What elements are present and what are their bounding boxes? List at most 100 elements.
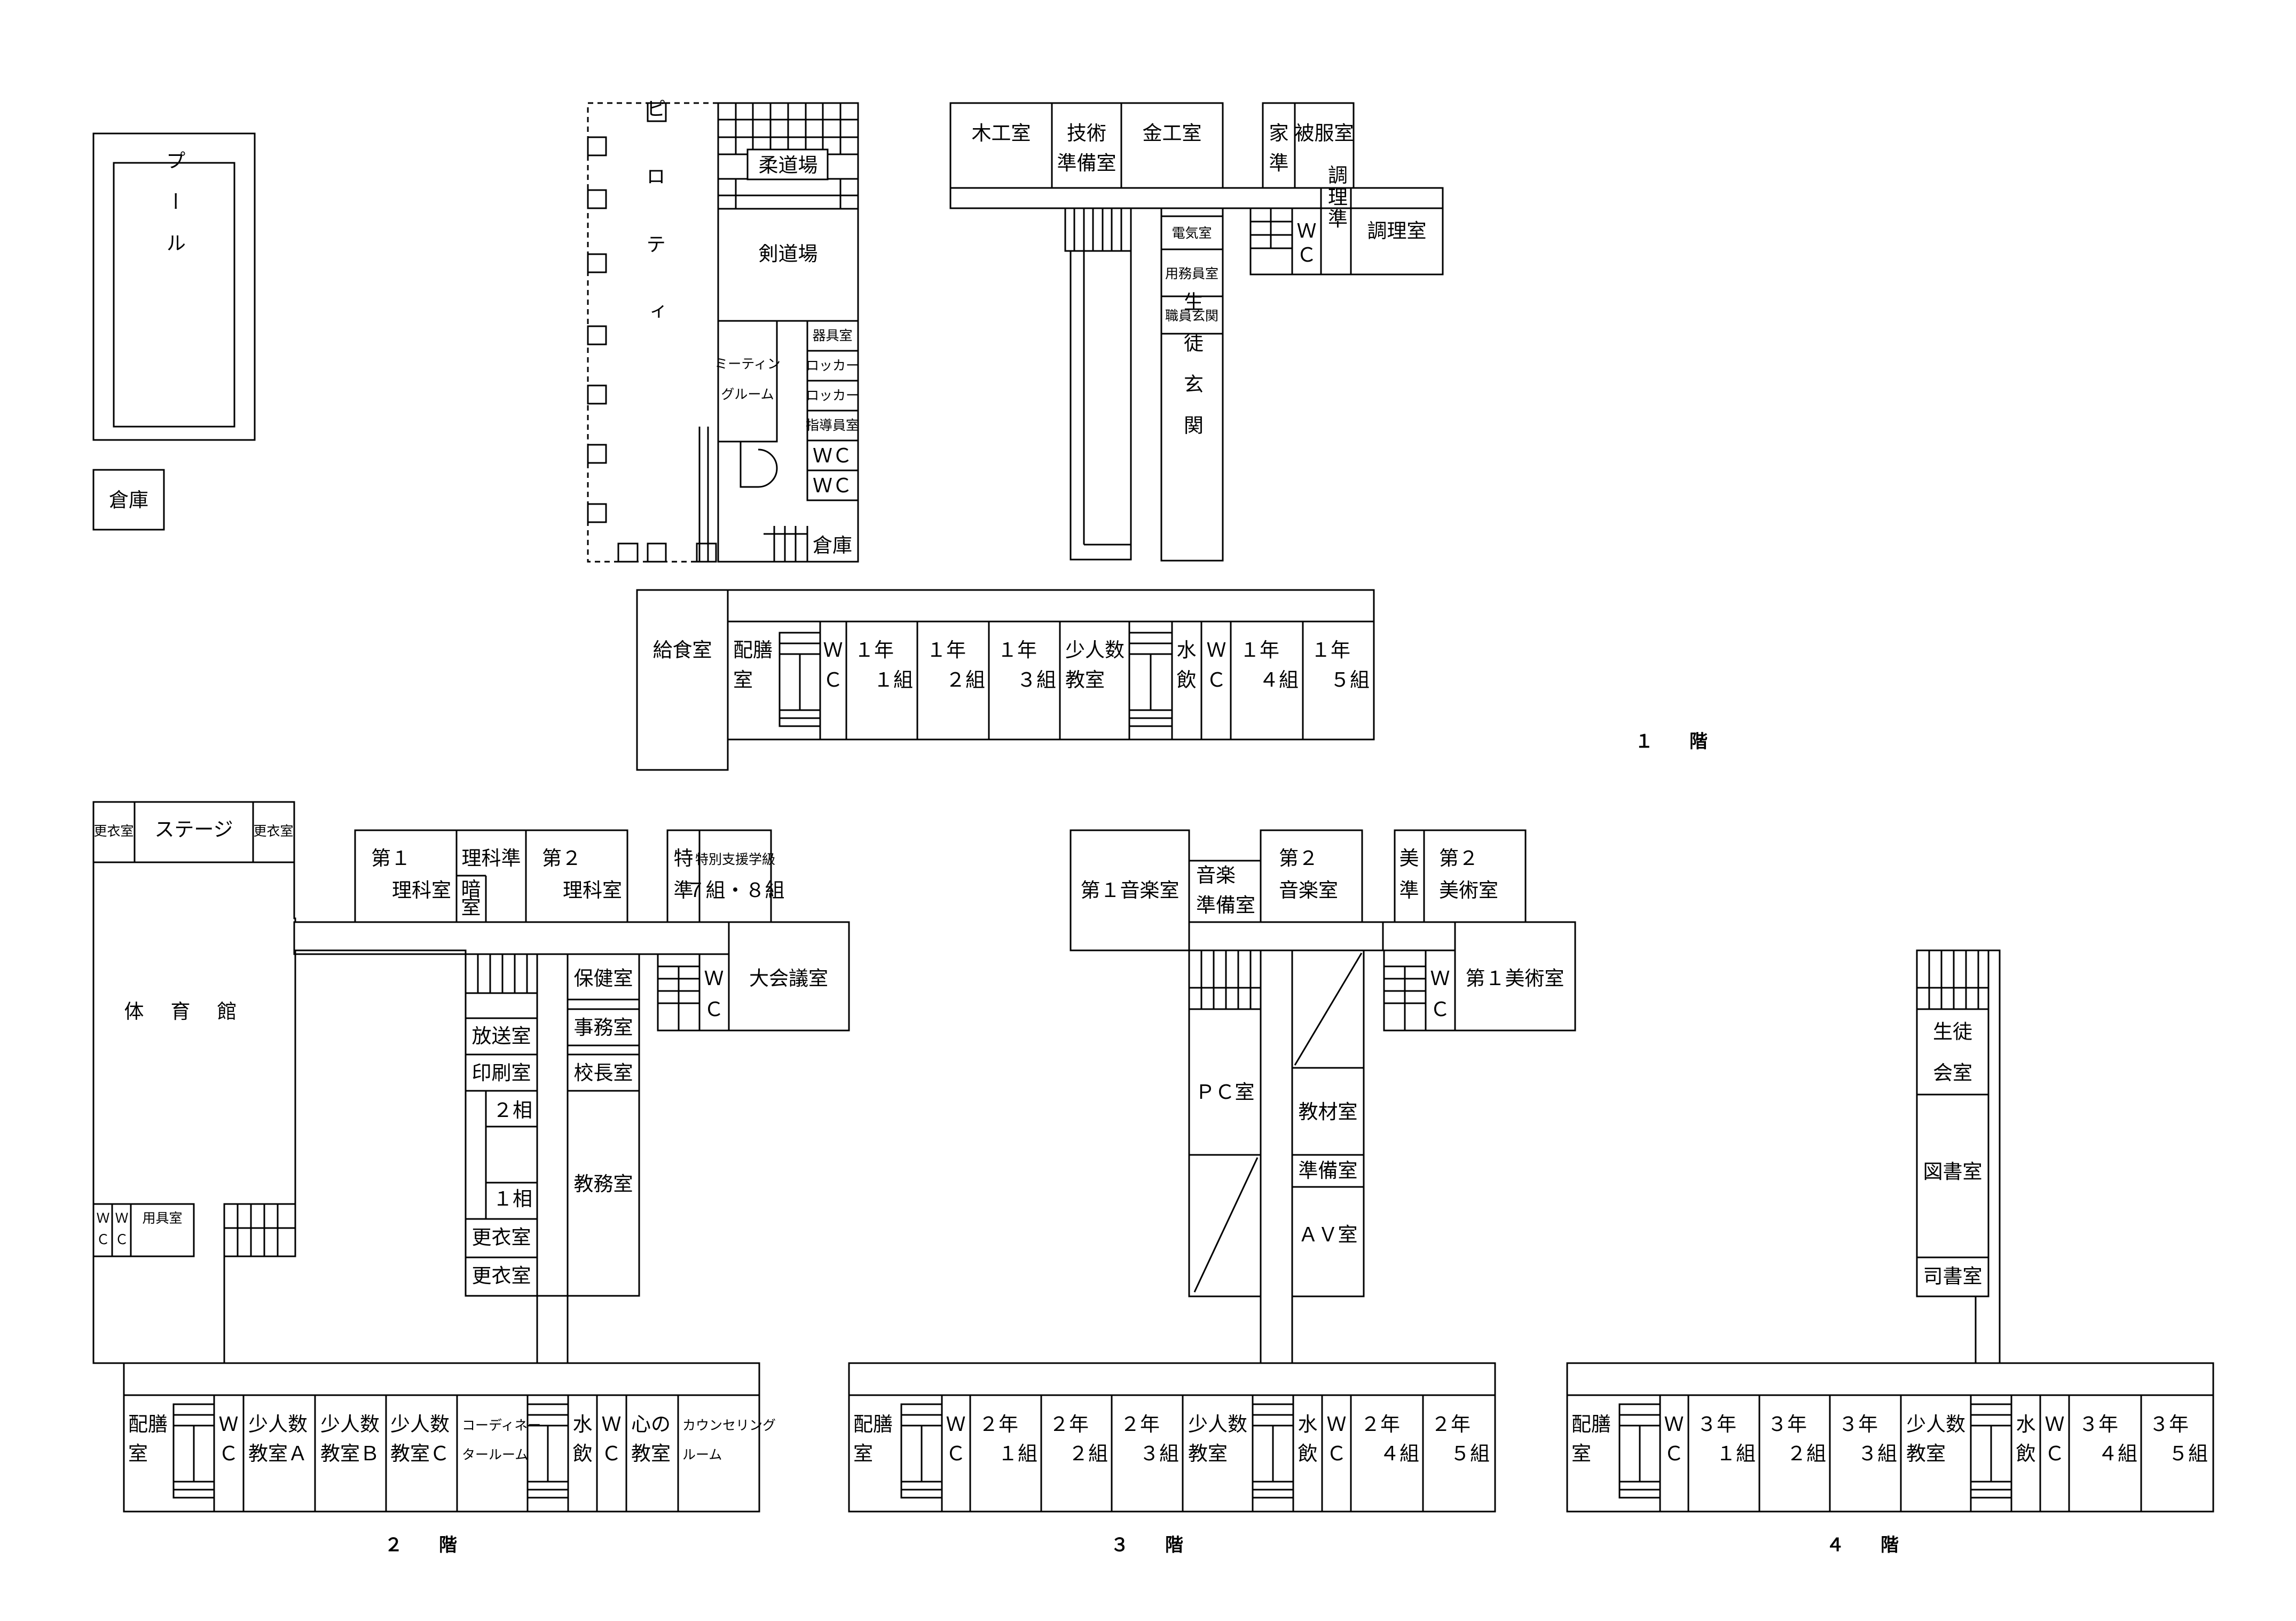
science-prep-label: 理科準	[462, 847, 521, 870]
wc-1f-a-c: Ｃ	[823, 668, 843, 691]
class-2-1-year: ２年	[979, 1413, 1018, 1436]
music-prep-2: 準備室	[1196, 894, 1255, 917]
music-room-1-label: 第１音楽室	[1081, 879, 1180, 902]
big-meeting-room	[728, 921, 850, 1032]
class-3-1-num: １組	[1716, 1442, 1756, 1465]
woodwork-room-label: 木工室	[972, 122, 1031, 145]
librarian-room-label: 司書室	[1923, 1265, 1983, 1288]
stairs-tech	[1064, 207, 1132, 546]
av-room-label: ＡＶ室	[1299, 1223, 1358, 1246]
wc-4f-a-c: Ｃ	[1664, 1442, 1684, 1465]
cooking-room-label: 調理室	[1367, 219, 1427, 242]
stairs-4f	[1917, 950, 1988, 1010]
instructor-room-label: 指導員室	[806, 418, 859, 433]
library-label: 図書室	[1923, 1160, 1983, 1183]
water-2f-2: 飲	[573, 1442, 593, 1465]
small-class-1f-2: 教室	[1065, 668, 1105, 691]
wc-4f-b-c: Ｃ	[2045, 1442, 2065, 1465]
wc-1f-b-w: Ｗ	[1207, 639, 1226, 662]
counseling-room-2: ルーム	[682, 1447, 722, 1462]
connector-2f	[223, 1295, 569, 1367]
music-prep-1: 音楽	[1196, 864, 1236, 887]
piloti-label: ピロティ	[643, 98, 666, 369]
counsel-room-1-label: １相	[493, 1187, 532, 1210]
changing-stage-l: 更衣室	[93, 823, 133, 839]
storage-outdoor	[92, 469, 165, 531]
class-1-1-year: １年	[854, 639, 894, 662]
class-3-2-num: ２組	[1787, 1442, 1826, 1465]
science-corridor	[293, 921, 811, 955]
serving-room-2f-2: 室	[128, 1442, 148, 1465]
art-prep-2: 準	[1399, 879, 1419, 902]
electric-room-label: 電気室	[1171, 225, 1212, 241]
class-2-2-year: ２年	[1049, 1413, 1089, 1436]
class-2-3-year: ２年	[1120, 1413, 1160, 1436]
tech-prep-room	[1051, 102, 1122, 189]
art-prep	[1394, 829, 1425, 923]
small-class-4f-1: 少人数	[1906, 1413, 1965, 1436]
wing-1f-corridor	[727, 589, 1375, 623]
equipment-room-2f: 用具室	[142, 1210, 182, 1226]
science-room-1	[354, 829, 458, 923]
art-room-1-label: 第１美術室	[1466, 967, 1564, 990]
wc-1-label: ＷＣ	[813, 444, 852, 467]
wing-1f-rooms	[727, 620, 1375, 741]
stage-label: ステージ	[154, 818, 233, 841]
science-room-2-a: 第２	[542, 847, 581, 870]
music-room-1	[1070, 829, 1190, 951]
storage-outdoor-label: 倉庫	[109, 489, 148, 512]
meeting-room-label-2: グルーム	[721, 387, 774, 402]
class-1-3-year: １年	[997, 639, 1037, 662]
music-room-2-a: 第２	[1279, 847, 1318, 870]
small-class-b-1: 少人数	[320, 1413, 380, 1436]
wc-2f-a-w: Ｗ	[219, 1413, 239, 1436]
class-3-5-num: ５組	[2168, 1442, 2208, 1465]
wing-2f-rooms	[123, 1394, 760, 1513]
mind-class-1: 心の	[631, 1413, 671, 1436]
serving-room-4f-1: 配膳	[1571, 1413, 1611, 1436]
class-3-4-num: ４組	[2098, 1442, 2137, 1465]
wc-3f-a-c: Ｃ	[946, 1442, 966, 1465]
class-2-5-num: ５組	[1450, 1442, 1490, 1465]
water-4f-1: 水	[2016, 1413, 2036, 1436]
class-3-5-year: ３年	[2149, 1413, 2189, 1436]
stairs-3f-pc	[1189, 950, 1261, 1010]
broadcast-room-label: 放送室	[472, 1025, 531, 1048]
nurse-room-label: 保健室	[574, 967, 633, 990]
wc-2f-b-c: Ｃ	[602, 1442, 622, 1465]
floor-4-label: ４ 階	[1826, 1535, 1899, 1556]
science-room-2	[525, 829, 628, 923]
staff-entrance-label: 職員玄関	[1165, 308, 1218, 324]
gym-stage	[92, 801, 295, 863]
tech-prep-label-1: 技術	[1067, 122, 1106, 145]
floor-3: 第１音楽室 音楽 準備室 第２ 音楽室 美 準 第２ 美術室 第１美術室 Ｗ Ｃ…	[848, 829, 1576, 1556]
small-class-a-2: 教室Ａ	[248, 1442, 308, 1465]
stairs-cooking	[1251, 208, 1292, 249]
equipment-room-label: 器具室	[812, 328, 852, 343]
serving-room-1f-1: 配膳	[733, 639, 773, 662]
music-room-2	[1260, 829, 1363, 923]
art-room-2-b: 美術室	[1439, 879, 1498, 902]
gym-label: 体育館	[124, 1000, 264, 1023]
special-class	[698, 829, 772, 923]
wc-4f-b-w: Ｗ	[2045, 1413, 2065, 1436]
student-council-2: 会室	[1933, 1061, 1972, 1084]
special-prep	[666, 829, 701, 923]
wc-1f-b-c: Ｃ	[1207, 668, 1226, 691]
class-3-1-year: ３年	[1697, 1413, 1736, 1436]
small-class-3f-2: 教室	[1188, 1442, 1228, 1465]
changing-stage-r: 更衣室	[253, 823, 293, 839]
darkroom-1: 暗	[461, 878, 481, 901]
serving-room-2f-1: 配膳	[128, 1413, 168, 1436]
wing-4f-corridor	[1566, 1362, 2214, 1396]
locker-room-2-label: ロッカー	[806, 388, 859, 403]
mind-class-2: 教室	[631, 1442, 671, 1465]
wc-3f-a-w: Ｗ	[946, 1413, 966, 1436]
small-class-c-2: 教室Ｃ	[390, 1442, 450, 1465]
class-1-5-year: １年	[1311, 639, 1350, 662]
wc-3f-b-w: Ｗ	[1327, 1413, 1347, 1436]
gym-wc-1-c: Ｃ	[96, 1232, 109, 1247]
judo-hall-tatami	[718, 103, 858, 210]
class-3-2-year: ３年	[1767, 1413, 1807, 1436]
wing-4f-rooms	[1566, 1394, 2214, 1513]
